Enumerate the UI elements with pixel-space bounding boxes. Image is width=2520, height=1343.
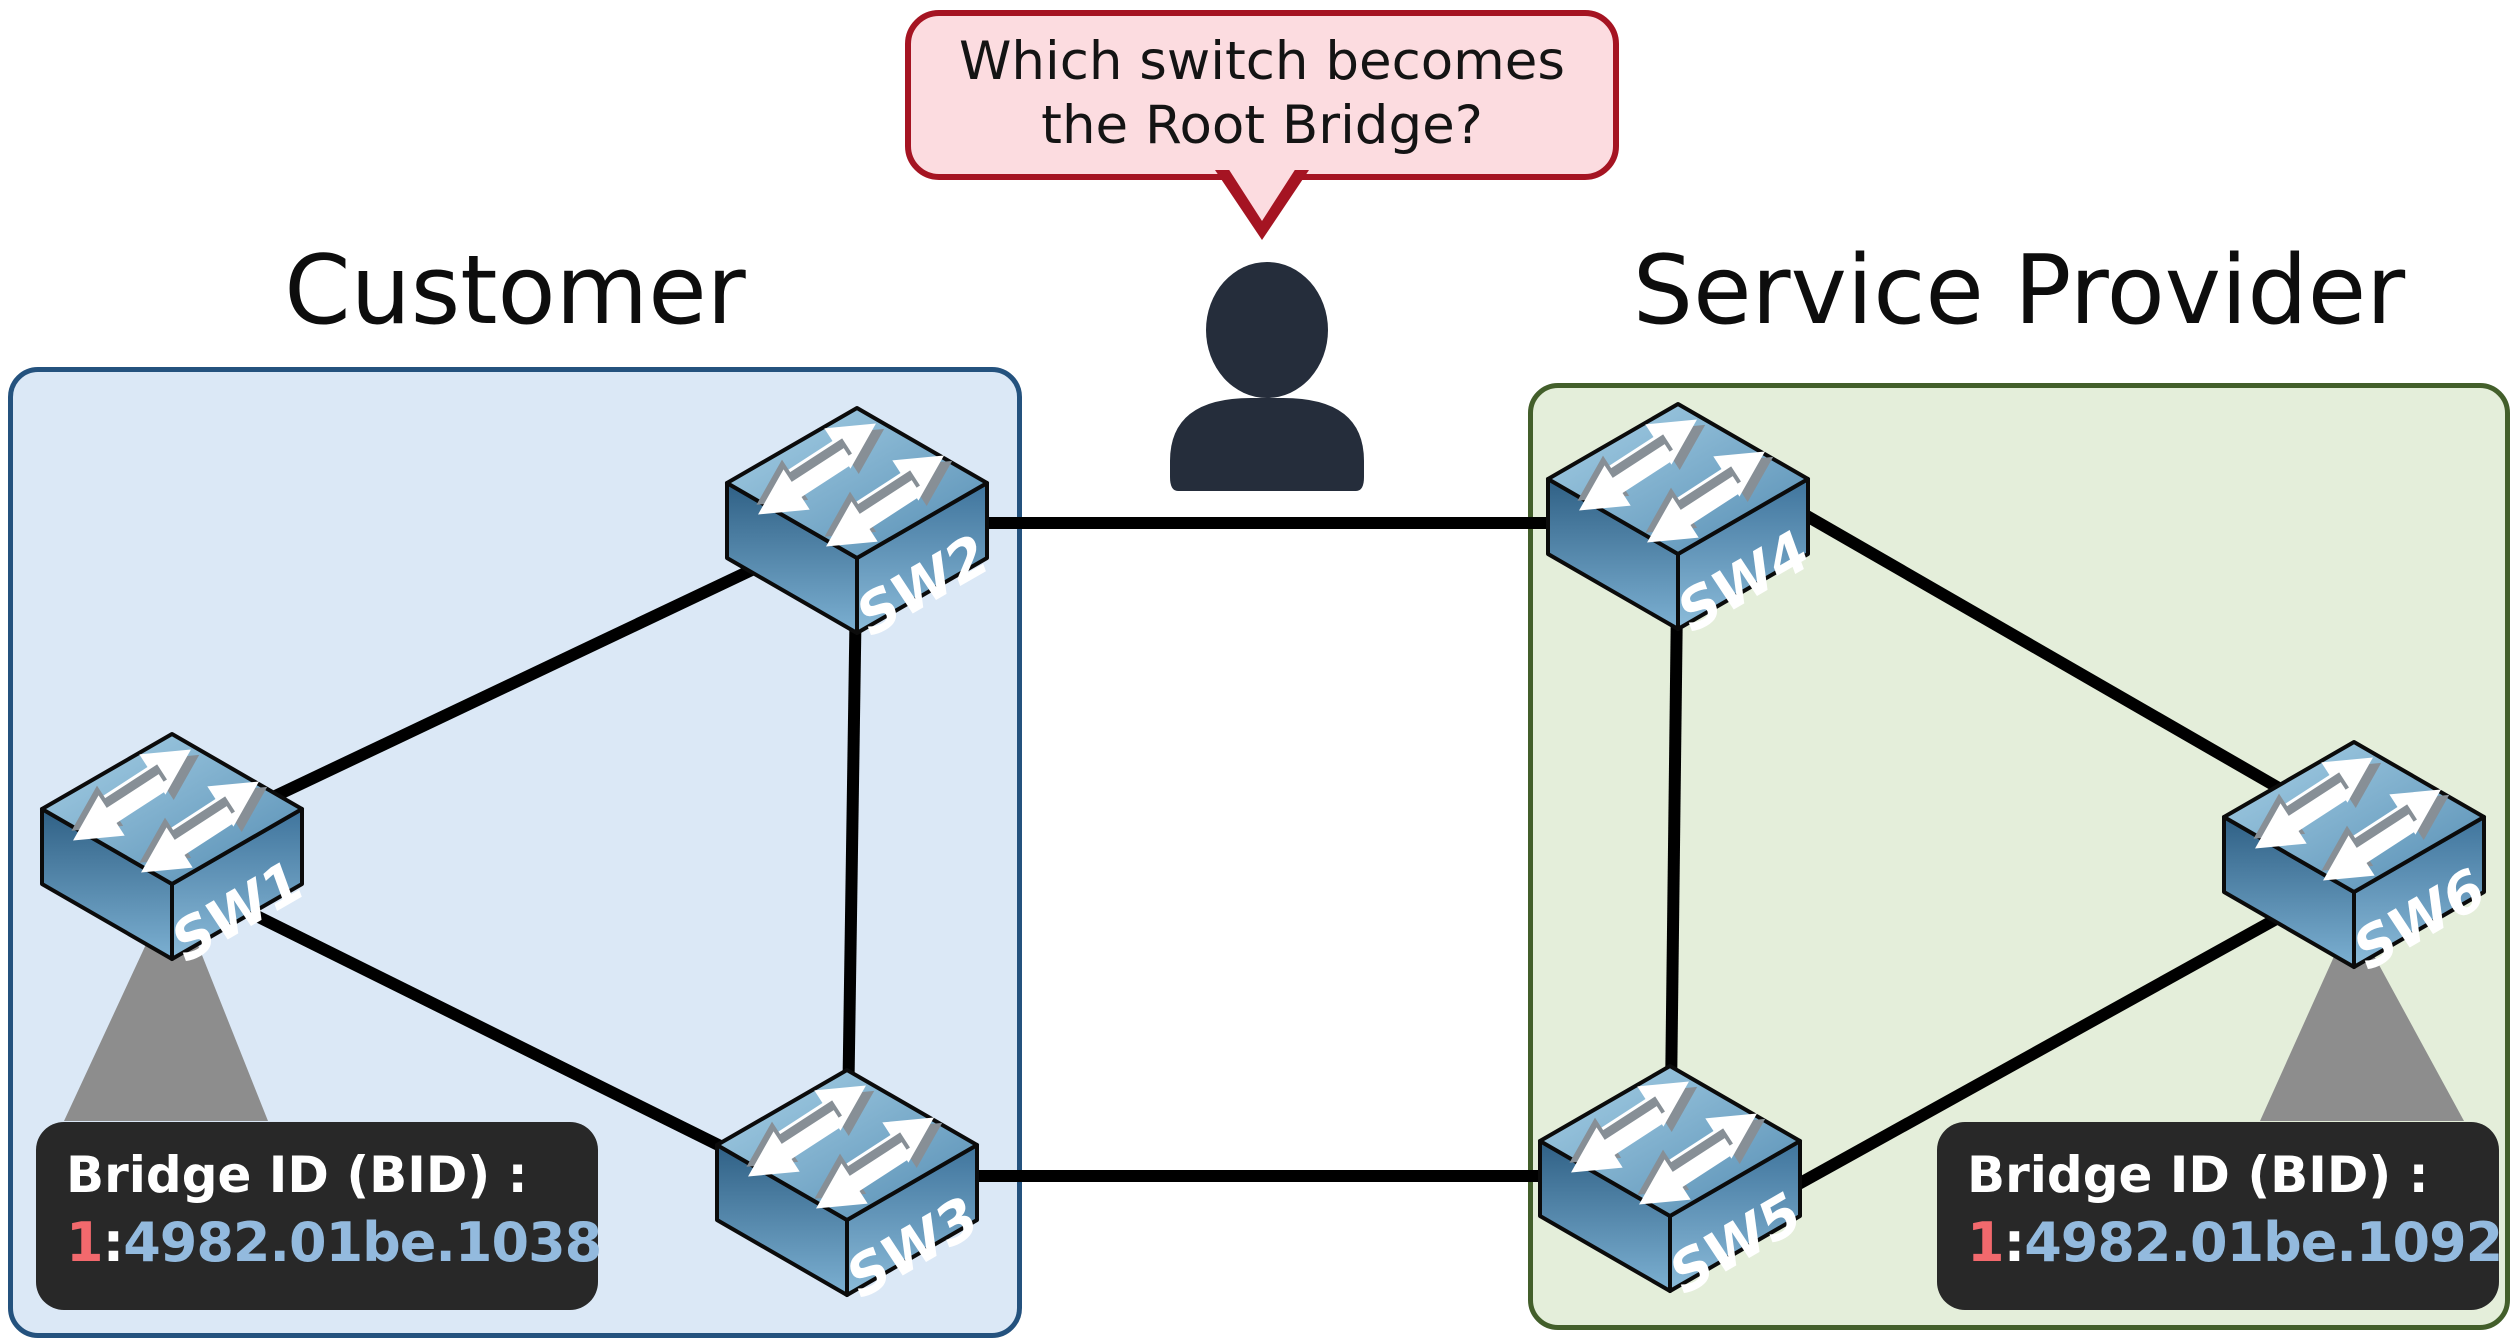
bid-callout-sw6: Bridge ID (BID) : 1:4982.01be.1092 xyxy=(1937,1122,2503,1310)
bid-colon: : xyxy=(2003,1211,2026,1274)
bid-title: Bridge ID (BID) : xyxy=(1967,1146,2429,1204)
bid-priority: 1 xyxy=(1967,1211,2005,1274)
question-bubble-tail-fill xyxy=(1226,165,1298,221)
bid-value: 1:4982.01be.1092 xyxy=(1967,1210,2503,1276)
person-icon xyxy=(1170,262,1364,491)
bid-mac: 4982.01be.1038 xyxy=(123,1211,602,1274)
link-sw5-sw6 xyxy=(1792,897,2308,1192)
provider-zone-title: Service Provider xyxy=(1632,236,2406,346)
bid-colon: : xyxy=(102,1211,125,1274)
question-line-2: the Root Bridge? xyxy=(1041,95,1483,156)
switch-sw4: SW4 xyxy=(1548,397,1816,649)
link-sw4-sw6 xyxy=(1797,506,2313,812)
switch-sw5: SW5 xyxy=(1540,1059,1808,1311)
link-sw1-sw3 xyxy=(177,872,798,1189)
switch-sw1: SW1 xyxy=(42,727,310,979)
switch-sw3: SW3 xyxy=(717,1063,985,1315)
question-line-1: Which switch becomes xyxy=(958,31,1565,92)
switch-sw2: SW2 xyxy=(727,401,995,653)
bid-callout-sw1: Bridge ID (BID) : 1:4982.01be.1038 xyxy=(36,1122,602,1310)
bid-priority: 1 xyxy=(66,1211,104,1274)
link-sw1-sw2 xyxy=(169,514,860,851)
beam-sw1-to-bid xyxy=(64,925,268,1121)
question-bubble: Which switch becomes the Root Bridge? xyxy=(905,10,1619,240)
customer-zone-title: Customer xyxy=(284,236,746,346)
beam-sw6-to-bid xyxy=(2260,952,2464,1121)
bid-value: 1:4982.01be.1038 xyxy=(66,1210,602,1276)
bid-title: Bridge ID (BID) : xyxy=(66,1146,528,1204)
bid-mac: 4982.01be.1092 xyxy=(2024,1211,2503,1274)
